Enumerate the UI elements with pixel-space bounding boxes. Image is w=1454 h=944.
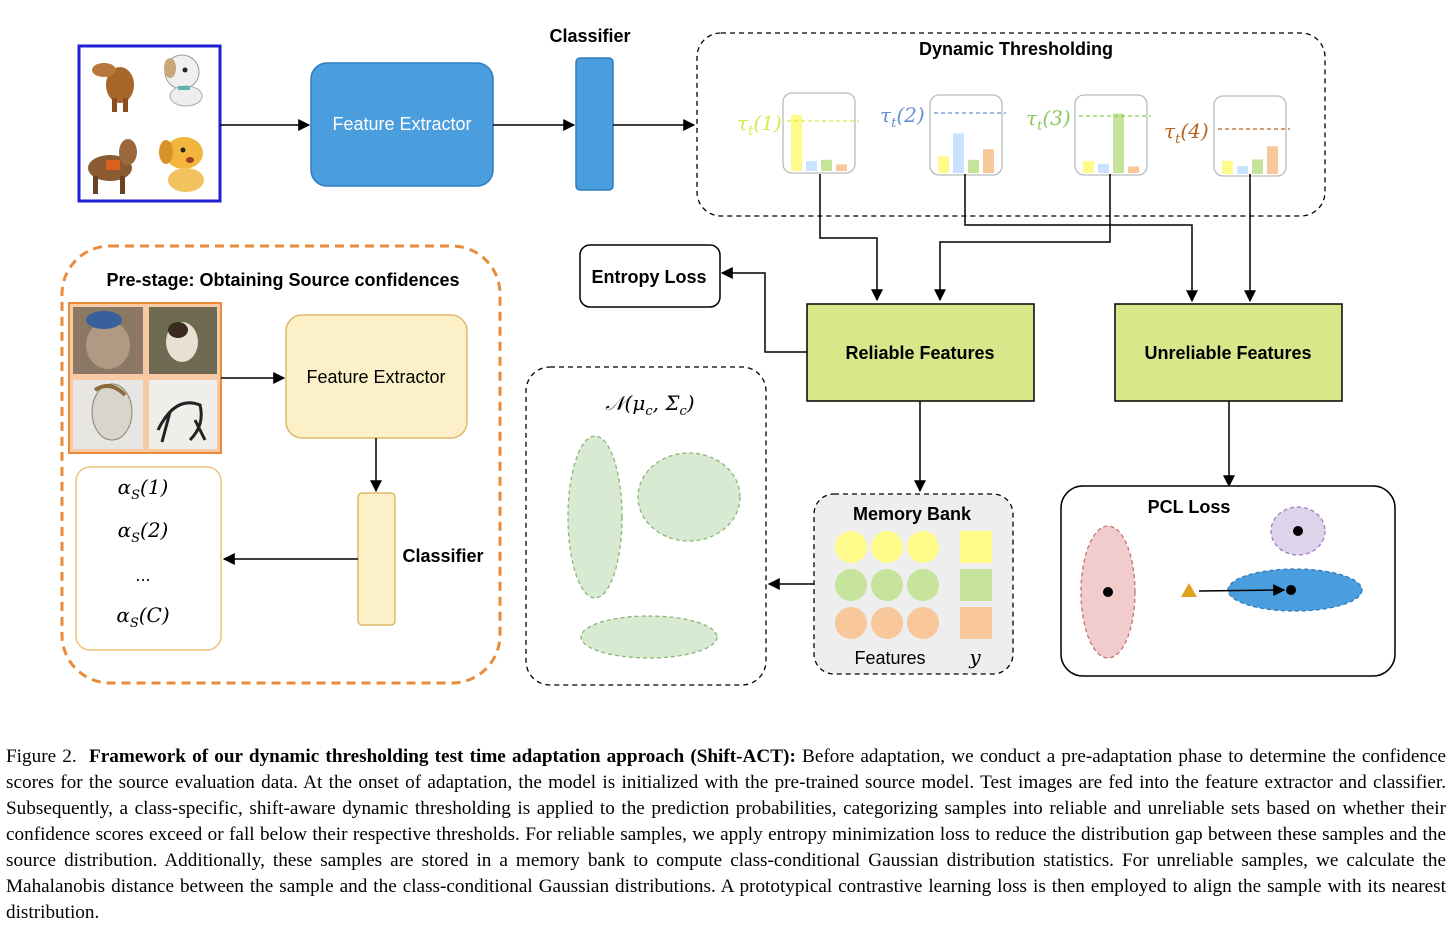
route-2-to-unreliable: [964, 174, 1198, 303]
feature-extractor-bottom-label: Feature Extractor: [306, 367, 445, 387]
gaussian-ellipse-vertical: [567, 435, 623, 599]
pcl-prototype-red: [1103, 587, 1113, 597]
threshold-label: τt(4): [1164, 119, 1209, 147]
gaussian-ellipse-horizontal: [580, 615, 718, 659]
threshold-bar: [968, 159, 979, 173]
gaussian-distributions-box: [525, 366, 767, 686]
gaussian-label: 𝒩(μc, Σc): [605, 391, 694, 419]
threshold-bar: [1113, 113, 1124, 173]
threshold-chart-frame: [1074, 94, 1148, 176]
threshold-bar: [806, 161, 817, 171]
arrow-reliable-to-entropy: [720, 267, 807, 353]
memory-feature-circle: [871, 531, 903, 563]
alpha-item-2: αS(2): [118, 518, 169, 546]
memory-bank-grid: [835, 531, 992, 639]
threshold-label: τt(3): [1026, 106, 1071, 134]
cartoon-horse-icon: [92, 63, 134, 112]
threshold-bar: [836, 164, 847, 171]
pcl-prototype-purple: [1293, 526, 1303, 536]
threshold-chart-3: τt(3): [1026, 94, 1151, 176]
classifier-top-box: [575, 57, 614, 191]
classifier-top-label: Classifier: [549, 26, 630, 46]
unreliable-features-label: Unreliable Features: [1144, 343, 1311, 363]
threshold-bar: [983, 149, 994, 173]
memory-feature-circle: [871, 607, 903, 639]
arrow-sample-to-prototype: [1198, 584, 1286, 597]
memory-feature-circle: [871, 569, 903, 601]
route-1-to-reliable: [819, 174, 883, 302]
unreliable-features-box: [1114, 303, 1343, 402]
entropy-loss-box: [579, 244, 721, 308]
threshold-bar: [1237, 166, 1248, 174]
alpha-item-1: αS(1): [118, 475, 169, 503]
memory-feature-circle: [835, 531, 867, 563]
entropy-loss-label: Entropy Loss: [591, 267, 706, 287]
routing-lines: [819, 174, 1256, 303]
memory-features-label: Features: [854, 648, 925, 668]
memory-label-square: [960, 531, 992, 563]
threshold-bar: [953, 133, 964, 173]
threshold-label: τt(2): [880, 103, 925, 131]
pre-stage-title: Pre-stage: Obtaining Source confidences: [106, 270, 459, 290]
cartoon-puppy-icon: [159, 137, 204, 192]
threshold-bar: [1267, 146, 1278, 174]
pcl-loss-title: PCL Loss: [1148, 497, 1231, 517]
gaussian-ellipse-round: [637, 452, 741, 542]
pcl-sample-triangle-icon: [1181, 583, 1197, 597]
dynamic-thresholding-title: Dynamic Thresholding: [919, 39, 1113, 59]
memory-bank-title: Memory Bank: [853, 504, 972, 524]
dynamic-thresholding-container: [696, 32, 1326, 217]
memory-feature-circle: [835, 607, 867, 639]
memory-label-square: [960, 569, 992, 601]
figure-body: Before adaptation, we conduct a pre-adap…: [6, 746, 1446, 923]
classifier-bottom-box: [357, 492, 396, 626]
cartoon-input-images: [77, 44, 222, 203]
cartoon-dog-icon: [164, 54, 203, 107]
memory-feature-circle: [907, 531, 939, 563]
memory-label-square: [960, 607, 992, 639]
figure-title: Framework of our dynamic thresholding te…: [89, 746, 796, 767]
memory-feature-circle: [835, 569, 867, 601]
alpha-item-3: ...: [135, 566, 150, 585]
memory-feature-circle: [907, 569, 939, 601]
threshold-bar: [1252, 159, 1263, 174]
threshold-bar: [1083, 161, 1094, 173]
threshold-bar: [1222, 160, 1233, 174]
source-photo-grid: [68, 302, 222, 454]
route-3-to-reliable: [934, 174, 1111, 302]
memory-y-label: y: [968, 645, 981, 669]
cartoon-donkey-icon: [88, 139, 137, 194]
figure-caption: Figure 2. Framework of our dynamic thres…: [6, 744, 1446, 926]
threshold-bar: [1098, 163, 1109, 173]
reliable-features-box: [806, 303, 1035, 402]
feature-extractor-top-label: Feature Extractor: [332, 114, 471, 134]
threshold-chart-2: τt(2): [880, 94, 1006, 176]
figure-label: Figure 2.: [6, 746, 77, 767]
threshold-chart-4: τt(4): [1164, 95, 1290, 177]
photo-horse-ink-painting: [149, 380, 217, 449]
threshold-bar: [938, 156, 949, 173]
pre-stage-container: [60, 244, 502, 685]
threshold-charts: τt(1) τt(2) τt(3) τt(4): [737, 92, 1290, 177]
threshold-bar: [821, 159, 832, 171]
threshold-chart-1: τt(1): [737, 92, 859, 174]
alpha-list: αS(1) αS(2)... αS(C): [116, 475, 169, 631]
pcl-prototype-blue: [1286, 585, 1296, 595]
alpha-confidences-box: [75, 466, 222, 651]
alpha-item-4: αS(C): [116, 603, 169, 631]
threshold-label: τt(1): [737, 111, 782, 139]
threshold-bar: [791, 114, 802, 171]
classifier-bottom-label: Classifier: [402, 546, 483, 566]
framework-diagram: Feature Extractor Classifier Dynamic Thr…: [60, 26, 1396, 686]
memory-feature-circle: [907, 607, 939, 639]
reliable-features-label: Reliable Features: [845, 343, 994, 363]
threshold-bar: [1128, 166, 1139, 173]
